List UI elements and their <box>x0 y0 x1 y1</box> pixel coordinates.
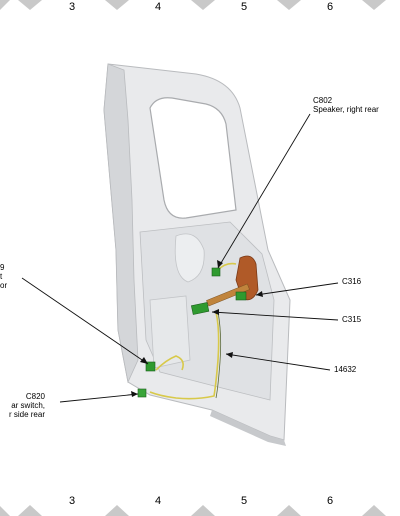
connector-c316 <box>235 291 247 301</box>
leader-14632 <box>225 353 331 371</box>
connector-description: r side rear <box>8 410 45 419</box>
grid-chevrons-bottom <box>0 505 386 516</box>
inner-panel-cutout <box>174 233 205 283</box>
leader-c315 <box>211 311 339 321</box>
label-left-partial: 9 t or <box>0 263 7 290</box>
grid-reference-band-bottom: 3 4 5 6 <box>0 492 400 516</box>
label-c315: C315 <box>342 315 362 324</box>
lower-panel-cutout <box>149 295 191 369</box>
connector-c820 <box>137 388 147 398</box>
speaker-arm <box>206 283 250 307</box>
leader-lines <box>21 113 339 403</box>
grid-number: 3 <box>68 1 76 13</box>
grid-number: 5 <box>240 1 248 13</box>
connector-description: Speaker, right rear <box>313 105 379 114</box>
arrowhead-c316 <box>256 291 263 297</box>
partial-line: or <box>0 281 8 290</box>
leader-c316 <box>255 282 339 296</box>
arrowhead-c315 <box>212 309 219 315</box>
grid-number: 6 <box>326 1 334 13</box>
bottom-edge <box>210 410 286 446</box>
connector-description: ar switch, <box>11 401 45 410</box>
grid-number: 6 <box>326 495 334 507</box>
grid-number: 4 <box>154 1 162 13</box>
label-c802: C802 Speaker, right rear <box>313 96 379 114</box>
label-c820: C820 ar switch, r side rear <box>0 392 45 419</box>
arrowhead-14632 <box>226 352 233 358</box>
door-edge-shading <box>103 63 139 384</box>
label-14632: 14632 <box>334 365 357 374</box>
leader-c820 <box>59 393 139 403</box>
leader-arrowheads <box>131 260 263 397</box>
partial-line: 9 <box>0 263 5 272</box>
connector-c289 <box>145 361 156 372</box>
partial-line: t <box>0 272 3 281</box>
connector-id: C802 <box>313 96 333 105</box>
grid-reference-band-top: 3 4 5 6 <box>0 0 400 20</box>
grid-number: 4 <box>154 495 162 507</box>
leader-c289 <box>21 277 149 365</box>
label-c316: C316 <box>342 277 362 286</box>
connector-c315 <box>190 302 210 315</box>
arrowhead-c289 <box>140 357 148 364</box>
wiring-harness-dark <box>215 311 222 399</box>
grid-number: 5 <box>240 495 248 507</box>
arrowhead-c802 <box>217 260 223 268</box>
window-opening <box>149 97 237 219</box>
connector-c802 <box>211 267 221 277</box>
arrowhead-c820 <box>131 391 138 397</box>
grid-number: 3 <box>68 495 76 507</box>
grid-chevrons-top <box>0 0 386 10</box>
connector-id: C820 <box>25 392 45 401</box>
leader-c802 <box>217 113 311 269</box>
